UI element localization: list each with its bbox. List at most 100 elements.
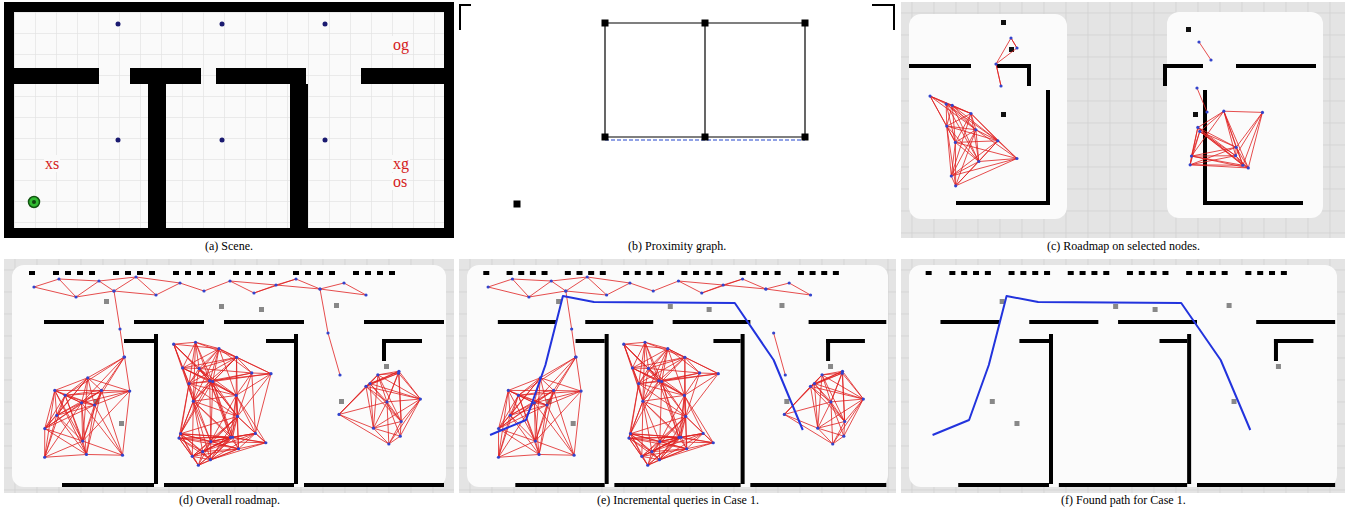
roadmap-node (831, 442, 834, 445)
roadmap-edge (499, 378, 541, 429)
grid-line (413, 2, 414, 238)
roadmap-node (337, 413, 340, 416)
wall-dot (1009, 271, 1015, 275)
grid-line (287, 2, 288, 238)
roadmap-edge (814, 384, 863, 399)
roadmap-node (698, 371, 701, 374)
wall-dot (1080, 271, 1086, 275)
obstacle-cell (1001, 112, 1006, 117)
roadmap-edge (211, 395, 236, 441)
wall-dot (389, 271, 395, 275)
roadmap-edge (488, 287, 529, 297)
grid-line (350, 2, 351, 238)
roadmap-node (274, 283, 277, 286)
free-area (909, 14, 1067, 219)
roadmap-node (564, 289, 567, 292)
roadmap-node (507, 389, 510, 392)
roadmap-edge (518, 357, 576, 395)
roadmap-edge (955, 142, 956, 185)
roadmap-edge (114, 291, 156, 295)
obstacle-cell (104, 299, 109, 304)
scene-frame (9, 7, 449, 233)
wall-group (909, 64, 1316, 205)
obstacle-cell (1193, 112, 1198, 117)
wall-dot (949, 271, 955, 275)
roadmap-edge (518, 395, 539, 454)
wall (940, 320, 999, 324)
roadmap-node (372, 427, 375, 430)
roadmap-edge (566, 291, 607, 295)
roadmap-edge (339, 402, 387, 415)
roadmap-edge (529, 291, 566, 297)
roadmap-node (928, 94, 931, 97)
roadmap-node (191, 455, 194, 458)
roadmap-edge (686, 416, 703, 433)
roadmap-edge (55, 390, 102, 391)
roadmap-edge (399, 371, 420, 399)
roadmap-node (685, 447, 688, 450)
subfigure-caption: (d) Overall roadmap. (177, 494, 282, 507)
roadmap-edge (1190, 127, 1198, 164)
wall (364, 320, 444, 324)
wall-dot (693, 271, 699, 275)
waypoint-dot (116, 22, 121, 27)
wall-dot (705, 271, 711, 275)
roadmap-edge (399, 373, 402, 421)
roadmap-edge (508, 390, 553, 391)
wall (1163, 64, 1167, 86)
roadmap (32, 275, 367, 298)
marker-group (116, 22, 328, 143)
roadmap-edge (624, 342, 645, 344)
roadmap-node (1015, 157, 1018, 160)
roadmap-edge (399, 371, 401, 421)
roadmap-edge (1200, 131, 1243, 165)
wall-dot (821, 271, 827, 275)
grid-line (203, 2, 204, 238)
roadmap-edge (822, 375, 845, 422)
roadmap-edge (198, 437, 232, 465)
obstacle-cell (1153, 307, 1158, 312)
obstacle-cell (779, 303, 784, 308)
grid-line (1110, 2, 1111, 238)
wall (909, 64, 971, 68)
roadmap-edge (94, 357, 124, 405)
roadmap-edge (276, 285, 320, 289)
roadmap-node (1222, 110, 1225, 113)
roadmap-node (650, 450, 653, 453)
roadmap-edge (213, 373, 252, 382)
roadmap-node (783, 413, 786, 416)
subfigure-caption: (c) Roadmap on selected nodes. (1045, 240, 1202, 253)
wall-dot-group (926, 271, 1287, 275)
roadmap-edge (1224, 111, 1243, 165)
roadmap-edge (94, 405, 122, 455)
roadmap-node (179, 432, 182, 435)
roadmap-edge (231, 395, 237, 437)
waypoint-dot (220, 138, 225, 143)
roadmap-edge (120, 329, 124, 357)
roadmap-node (55, 414, 58, 417)
wall (382, 339, 422, 343)
roadmap-node (318, 287, 321, 290)
wall-dot (1032, 271, 1038, 275)
obstacle-cell (668, 304, 673, 309)
roadmap-edge (951, 176, 955, 186)
roadmap-edge (818, 422, 845, 429)
wall-dot (658, 271, 664, 275)
roadmap-edge (643, 401, 686, 416)
roadmap-edge (534, 403, 574, 455)
roadmap-edge (955, 142, 978, 161)
grid-line (329, 2, 330, 238)
roadmap-node (666, 347, 669, 350)
obstacle-cell (339, 399, 344, 404)
roadmap-node (1234, 154, 1237, 157)
roadmap-edge (662, 374, 719, 382)
grid-line (4, 96, 454, 97)
roadmap-edge (512, 279, 551, 281)
grid-line (119, 2, 120, 238)
roadmap-node (231, 436, 234, 439)
roadmap-node (570, 327, 573, 330)
roadmap-node (842, 435, 845, 438)
wall-dot (233, 271, 239, 275)
roadmap-node (784, 373, 787, 376)
